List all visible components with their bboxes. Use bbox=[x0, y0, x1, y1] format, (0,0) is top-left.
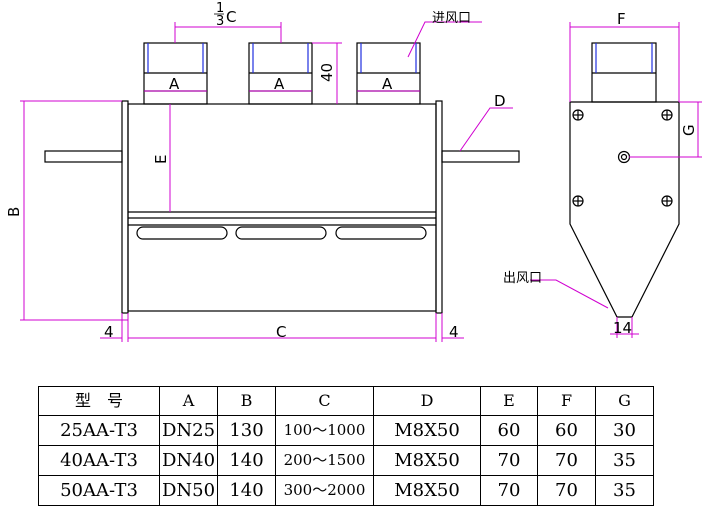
end-plate-left bbox=[121, 100, 129, 314]
cell-f: 60 bbox=[537, 415, 596, 446]
cell-d: M8X50 bbox=[373, 475, 481, 506]
mounting-rod-right bbox=[441, 150, 520, 163]
third-c-denominator: 3 bbox=[216, 14, 224, 29]
dim-14-label: 14 bbox=[613, 319, 632, 337]
outlet-label: 出风口 bbox=[503, 271, 542, 286]
cell-f: 70 bbox=[537, 475, 596, 506]
inlet-label: 进风口 bbox=[432, 11, 471, 26]
header-model: 型 号 bbox=[38, 386, 160, 416]
dim-c-label: C bbox=[276, 323, 286, 341]
header-d: D bbox=[373, 386, 481, 416]
header-f: F bbox=[537, 386, 596, 416]
cell-a: DN40 bbox=[159, 445, 218, 476]
cell-g: 30 bbox=[595, 415, 654, 446]
cell-f: 70 bbox=[537, 445, 596, 476]
body-outline bbox=[127, 103, 437, 312]
cell-b: 140 bbox=[217, 475, 276, 506]
dim-4-right-label: 4 bbox=[449, 323, 459, 341]
nozzle-1-a-label: A bbox=[169, 75, 180, 93]
inlet-nozzle-1 bbox=[143, 42, 208, 105]
cell-model: 40AA-T3 bbox=[38, 445, 160, 476]
cell-d: M8X50 bbox=[373, 445, 481, 476]
dim-4-left-label: 4 bbox=[104, 323, 114, 341]
header-c: C bbox=[275, 386, 374, 416]
cell-b: 140 bbox=[217, 445, 276, 476]
dim-d-label: D bbox=[494, 92, 506, 110]
nozzle-3-a-label: A bbox=[382, 75, 393, 93]
third-c-numerator: 1 bbox=[216, 1, 224, 16]
front-view bbox=[44, 42, 520, 314]
cell-c: 300～2000 bbox=[275, 475, 374, 506]
front-dimension-labels: 1 3 C 进风口 A A A 40 B E C 4 4 D bbox=[5, 1, 506, 341]
cell-g: 35 bbox=[595, 475, 654, 506]
dim-40-label: 40 bbox=[318, 63, 336, 82]
side-inlet-nozzle bbox=[591, 42, 657, 103]
technical-drawing: 1 3 C 进风口 A A A 40 B E C 4 4 D bbox=[5, 1, 702, 342]
table-row: 50AA-T3 DN50 140 300～2000 M8X50 70 70 35 bbox=[38, 475, 654, 506]
cell-b: 130 bbox=[217, 415, 276, 446]
front-dimensions bbox=[20, 21, 513, 342]
mounting-rod-left bbox=[44, 150, 123, 163]
dim-b-label: B bbox=[5, 207, 23, 217]
header-e: E bbox=[480, 386, 538, 416]
cell-e: 60 bbox=[480, 415, 538, 446]
dim-f-label: F bbox=[617, 10, 626, 28]
side-body-outline bbox=[569, 101, 680, 318]
side-view bbox=[569, 42, 680, 318]
cell-model: 50AA-T3 bbox=[38, 475, 160, 506]
third-c-letter: C bbox=[226, 8, 236, 26]
table-row: 40AA-T3 DN40 140 200～1500 M8X50 70 70 35 bbox=[38, 445, 654, 476]
cell-e: 70 bbox=[480, 475, 538, 506]
nozzle-2-a-label: A bbox=[274, 75, 285, 93]
dim-e-label: E bbox=[152, 155, 170, 164]
dim-g-label: G bbox=[680, 124, 698, 136]
spec-table: 型 号 A B C D E F G 25AA-T3 DN25 130 100～1… bbox=[38, 386, 654, 506]
cell-g: 35 bbox=[595, 445, 654, 476]
header-a: A bbox=[159, 386, 218, 416]
bolt-icon bbox=[572, 109, 673, 207]
side-dimension-labels: F G 14 出风口 bbox=[503, 10, 698, 337]
end-plate-right bbox=[435, 100, 443, 314]
cell-a: DN50 bbox=[159, 475, 218, 506]
table-header-row: 型 号 A B C D E F G bbox=[38, 386, 654, 416]
slot-3 bbox=[335, 226, 427, 240]
header-g: G bbox=[595, 386, 654, 416]
cell-c: 200～1500 bbox=[275, 445, 374, 476]
cell-e: 70 bbox=[480, 445, 538, 476]
cell-model: 25AA-T3 bbox=[38, 415, 160, 446]
slot-2 bbox=[235, 226, 327, 240]
side-dimensions bbox=[530, 22, 702, 338]
slot-1 bbox=[136, 226, 228, 240]
center-port-icon bbox=[617, 150, 631, 164]
cell-c: 100～1000 bbox=[275, 415, 374, 446]
inlet-nozzle-2 bbox=[248, 42, 313, 105]
cell-d: M8X50 bbox=[373, 415, 481, 446]
table-row: 25AA-T3 DN25 130 100～1000 M8X50 60 60 30 bbox=[38, 415, 654, 446]
cell-a: DN25 bbox=[159, 415, 218, 446]
header-b: B bbox=[217, 386, 276, 416]
